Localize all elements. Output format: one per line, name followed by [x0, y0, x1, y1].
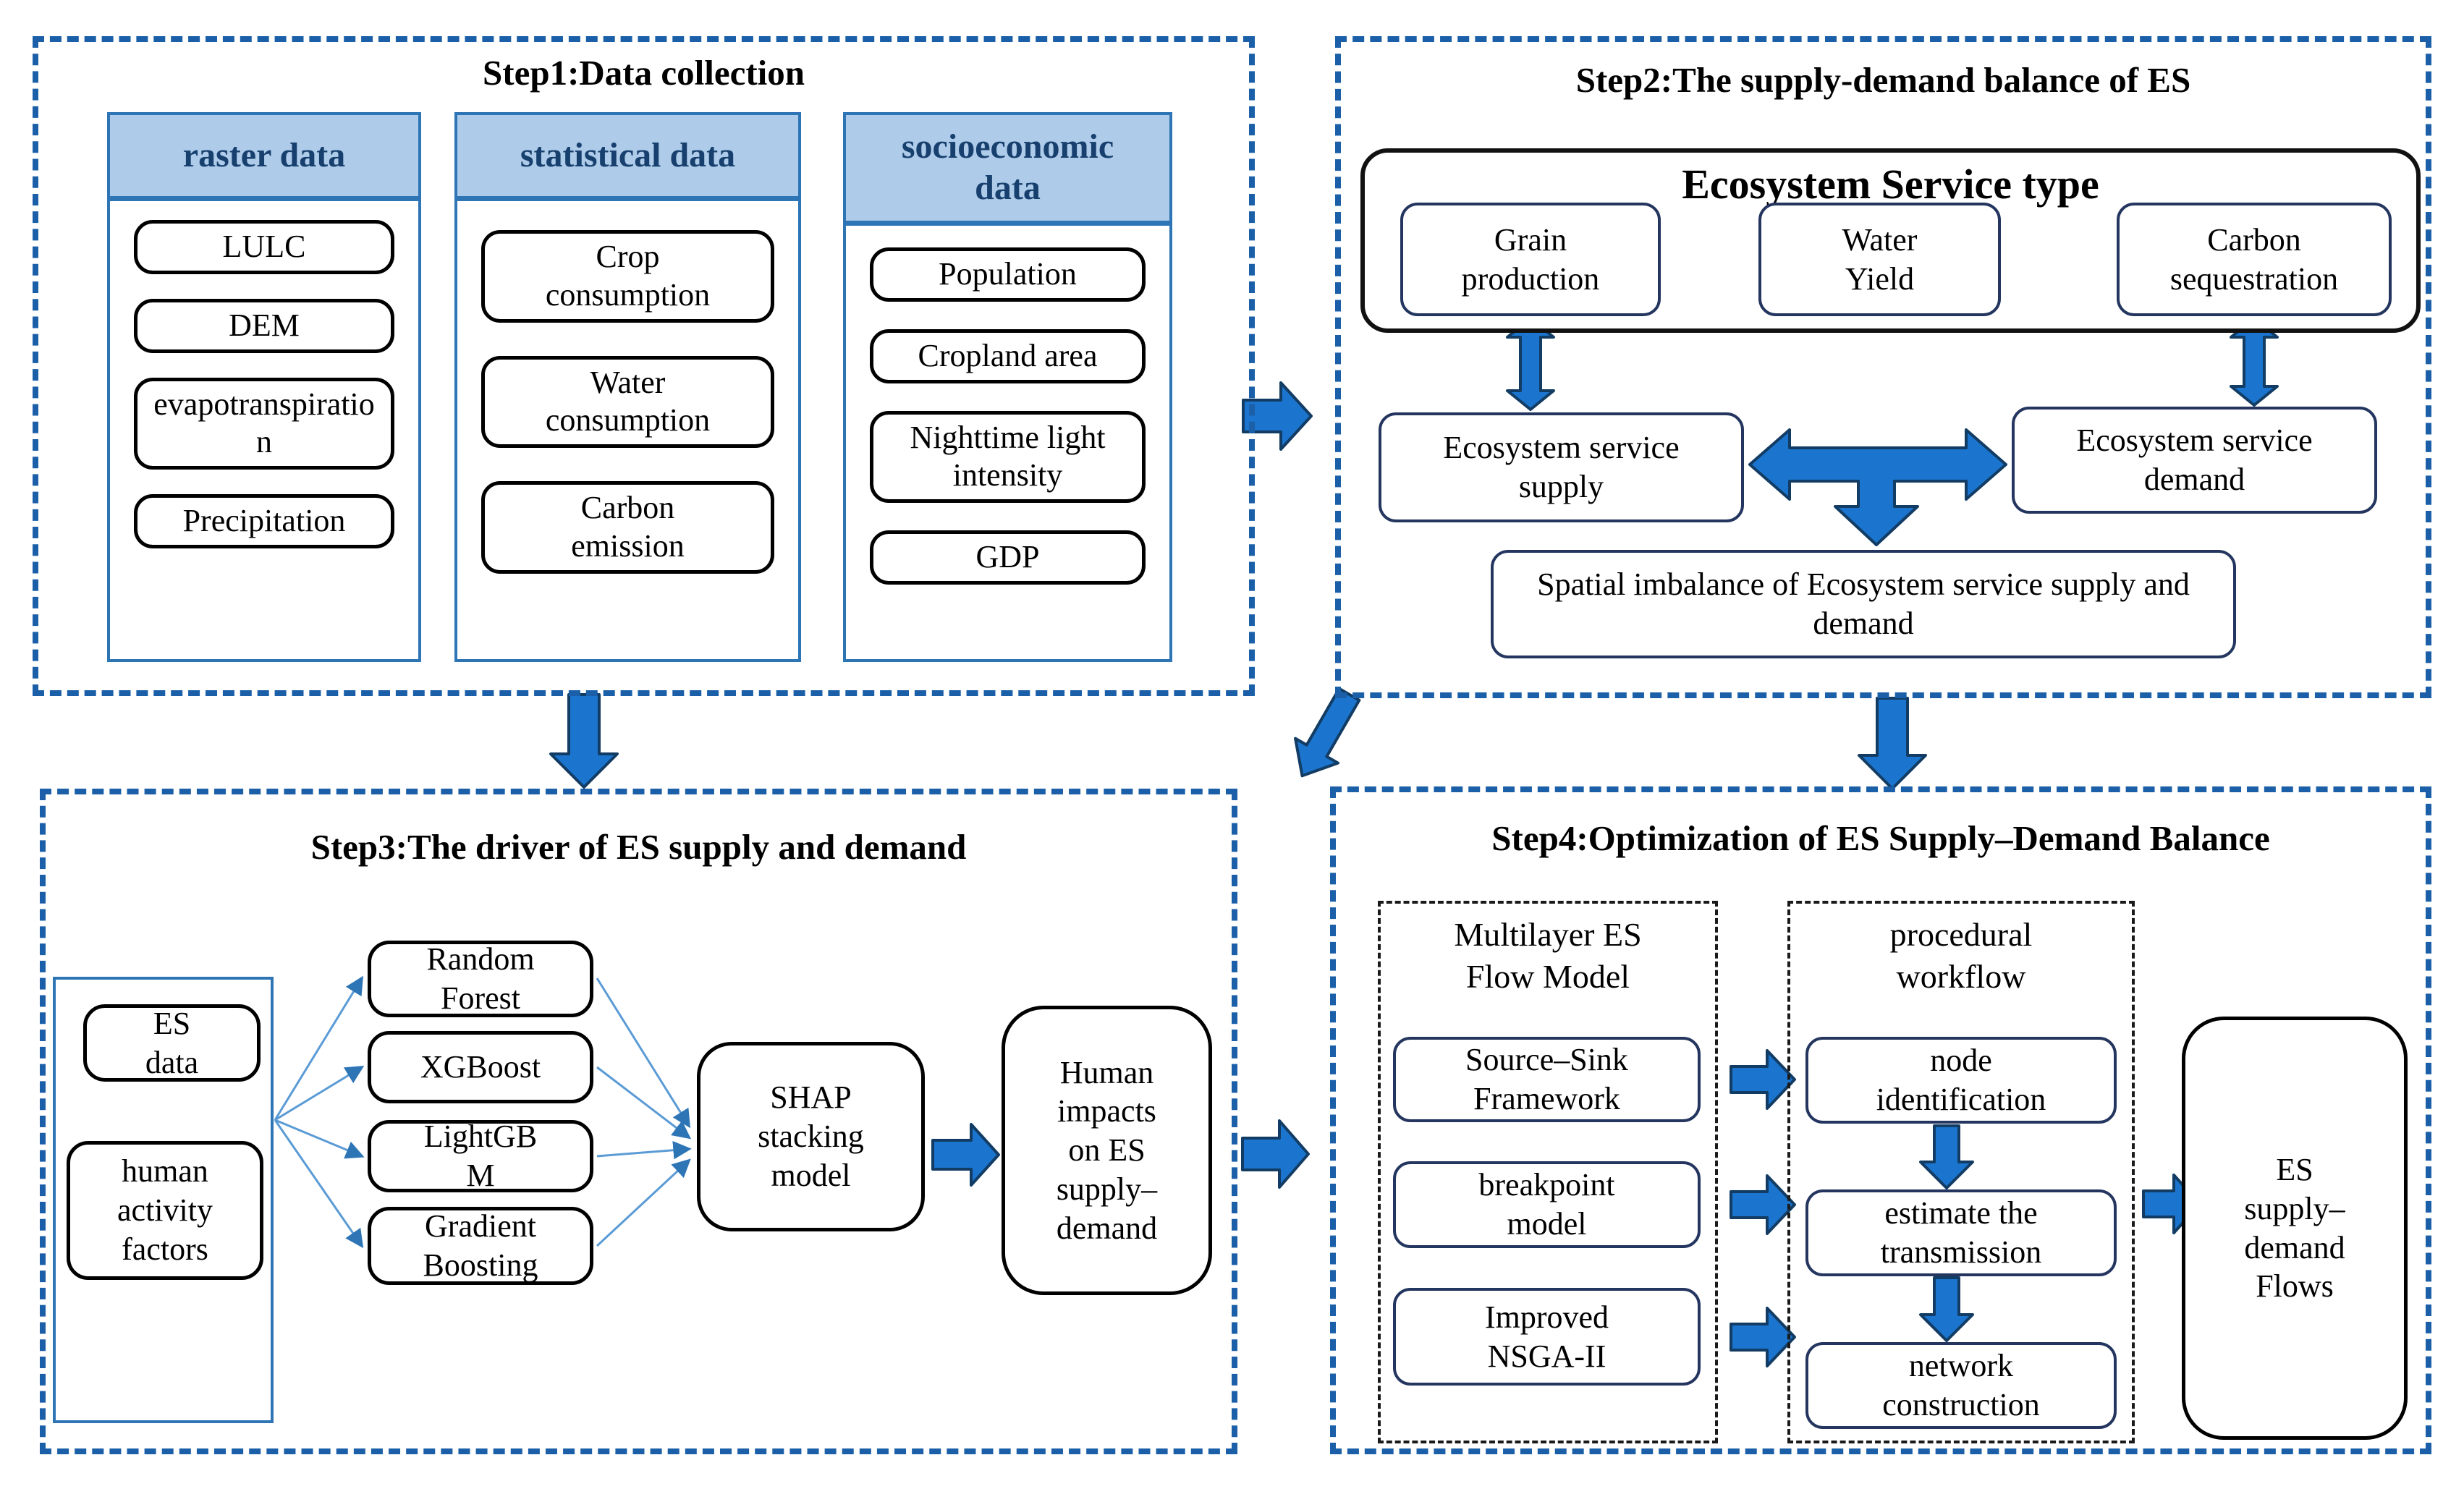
data-item-dem: DEM	[134, 298, 394, 353]
data-item-crop-consumption: Crop consumption	[481, 230, 774, 323]
data-item-label: Nighttime light intensity	[910, 419, 1106, 493]
step4-title: Step4:Optimization of ES Supply–Demand B…	[1491, 818, 2270, 858]
es-data-box: ES data	[83, 1004, 261, 1082]
spatial-imbalance-box: Spatial imbalance of Ecosystem service s…	[1491, 550, 2236, 658]
service-grain-production: Grain production	[1400, 203, 1661, 316]
model-label: Random Forest	[426, 941, 535, 1016]
human-activity-factors-label: human activity factors	[117, 1153, 213, 1267]
socioeconomic-data-header-label: socioeconomic data	[901, 127, 1114, 207]
arrow-step1-to-step3	[549, 693, 619, 789]
procedural-workflow-header: procedural workflow	[1790, 914, 2132, 997]
arrow-step2-to-step4	[1858, 697, 1927, 790]
model-gradient-boosting: Gradient Boosting	[368, 1207, 593, 1285]
data-item-nighttime-light: Nighttime light intensity	[870, 410, 1146, 504]
improved-nsga2-box: Improved NSGA-II	[1393, 1288, 1701, 1386]
raster-data-column: raster data LULC DEM evapotranspiration …	[107, 112, 421, 662]
socioeconomic-data-body: Population Cropland area Nighttime light…	[846, 226, 1169, 659]
model-label: LightGBM	[423, 1119, 538, 1193]
estimate-transmission-box: estimate the transmission	[1805, 1189, 2117, 1276]
socioeconomic-data-column: socioeconomic data Population Cropland a…	[843, 112, 1172, 662]
data-item-label: GDP	[975, 539, 1040, 575]
multilayer-flow-model-column: Multilayer ES Flow Model	[1378, 901, 1718, 1443]
es-supply-demand-flows-label: ES supply–demand Flows	[2244, 1152, 2345, 1305]
step1-panel	[33, 36, 1255, 696]
multilayer-flow-model-header: Multilayer ES Flow Model	[1381, 914, 1715, 997]
data-item-label: DEM	[229, 307, 300, 343]
ecosystem-service-supply-box: Ecosystem service supply	[1379, 412, 1744, 522]
flow-model-item-label: Source–Sink Framework	[1465, 1042, 1628, 1116]
step4-panel	[1330, 786, 2431, 1454]
workflow-item-label: estimate the transmission	[1880, 1195, 2042, 1270]
data-item-cropland-area: Cropland area	[870, 328, 1146, 383]
raster-data-header: raster data	[110, 115, 418, 201]
arrow-step3-to-step4	[1241, 1119, 1310, 1189]
shap-stacking-model-label: SHAP stacking model	[758, 1079, 864, 1193]
ecosystem-service-demand-box: Ecosystem service demand	[2012, 407, 2377, 514]
model-lightgbm: LightGBM	[368, 1119, 593, 1193]
data-item-gdp: GDP	[870, 530, 1146, 585]
step2-panel	[1335, 36, 2431, 698]
workflow-item-label: network construction	[1882, 1348, 2040, 1422]
raster-data-header-label: raster data	[182, 135, 346, 174]
model-label: Gradient Boosting	[423, 1208, 538, 1283]
statistical-data-column: statistical data Crop consumption Water …	[454, 112, 801, 662]
data-item-label: evapotranspiration	[153, 386, 375, 460]
statistical-data-header-label: statistical data	[520, 135, 736, 174]
data-item-label: Water consumption	[545, 364, 711, 438]
raster-data-body: LULC DEM evapotranspiration Precipitatio…	[110, 201, 418, 659]
service-water-yield: Water Yield	[1758, 203, 2001, 316]
source-sink-framework-box: Source–Sink Framework	[1393, 1037, 1701, 1122]
step2-title: Step2:The supply-demand balance of ES	[1575, 60, 2191, 100]
data-item-precipitation: Precipitation	[134, 494, 394, 548]
step3-panel	[40, 789, 1237, 1454]
model-random-forest: Random Forest	[368, 941, 593, 1017]
data-item-label: Precipitation	[182, 503, 346, 539]
imbalance-label: Spatial imbalance of Ecosystem service s…	[1537, 567, 2190, 641]
data-item-water-consumption: Water consumption	[481, 355, 774, 449]
service-label: Grain production	[1461, 221, 1600, 297]
es-data-label: ES data	[145, 1005, 199, 1080]
procedural-workflow-column: procedural workflow	[1787, 901, 2135, 1443]
ecosystem-service-type-heading: Ecosystem Service type	[1682, 161, 2099, 208]
data-item-label: Population	[939, 256, 1077, 292]
data-item-label: LULC	[222, 229, 306, 264]
flow-model-item-label: breakpoint model	[1478, 1167, 1615, 1242]
shap-stacking-model-box: SHAP stacking model	[697, 1042, 925, 1231]
service-carbon-sequestration: Carbon sequestration	[2117, 203, 2392, 316]
human-activity-factors-box: human activity factors	[67, 1141, 263, 1280]
human-impacts-box: Human impacts on ES supply–demand	[1002, 1006, 1212, 1295]
data-item-label: Carbon emission	[571, 490, 685, 564]
breakpoint-model-box: breakpoint model	[1393, 1161, 1701, 1248]
demand-label: Ecosystem service demand	[2076, 423, 2313, 497]
statistical-data-header: statistical data	[457, 115, 798, 201]
step1-title: Step1:Data collection	[483, 53, 805, 93]
data-item-population: Population	[870, 247, 1146, 302]
workflow-item-label: node identification	[1876, 1043, 2046, 1117]
model-label: XGBoost	[420, 1049, 541, 1085]
data-item-lulc: LULC	[134, 220, 394, 274]
step3-title: Step3:The driver of ES supply and demand	[310, 827, 967, 867]
human-impacts-label: Human impacts on ES supply–demand	[1056, 1054, 1158, 1246]
socioeconomic-data-header: socioeconomic data	[846, 115, 1169, 226]
service-label: Carbon sequestration	[2169, 221, 2339, 297]
network-construction-box: network construction	[1805, 1342, 2117, 1429]
data-item-evapotranspiration: evapotranspiration	[134, 377, 394, 470]
es-supply-demand-flows-box: ES supply–demand Flows	[2182, 1017, 2408, 1440]
procedural-workflow-header-label: procedural workflow	[1889, 916, 2033, 995]
statistical-data-body: Crop consumption Water consumption Carbo…	[457, 201, 798, 659]
multilayer-flow-model-header-label: Multilayer ES Flow Model	[1454, 916, 1642, 995]
flow-model-item-label: Improved NSGA-II	[1484, 1299, 1609, 1374]
data-item-label: Crop consumption	[545, 239, 711, 313]
data-item-label: Cropland area	[918, 337, 1098, 373]
model-xgboost: XGBoost	[368, 1031, 593, 1103]
data-item-carbon-emission: Carbon emission	[481, 481, 774, 574]
service-label: Water Yield	[1842, 221, 1918, 297]
node-identification-box: node identification	[1805, 1037, 2117, 1124]
supply-label: Ecosystem service supply	[1443, 430, 1680, 504]
